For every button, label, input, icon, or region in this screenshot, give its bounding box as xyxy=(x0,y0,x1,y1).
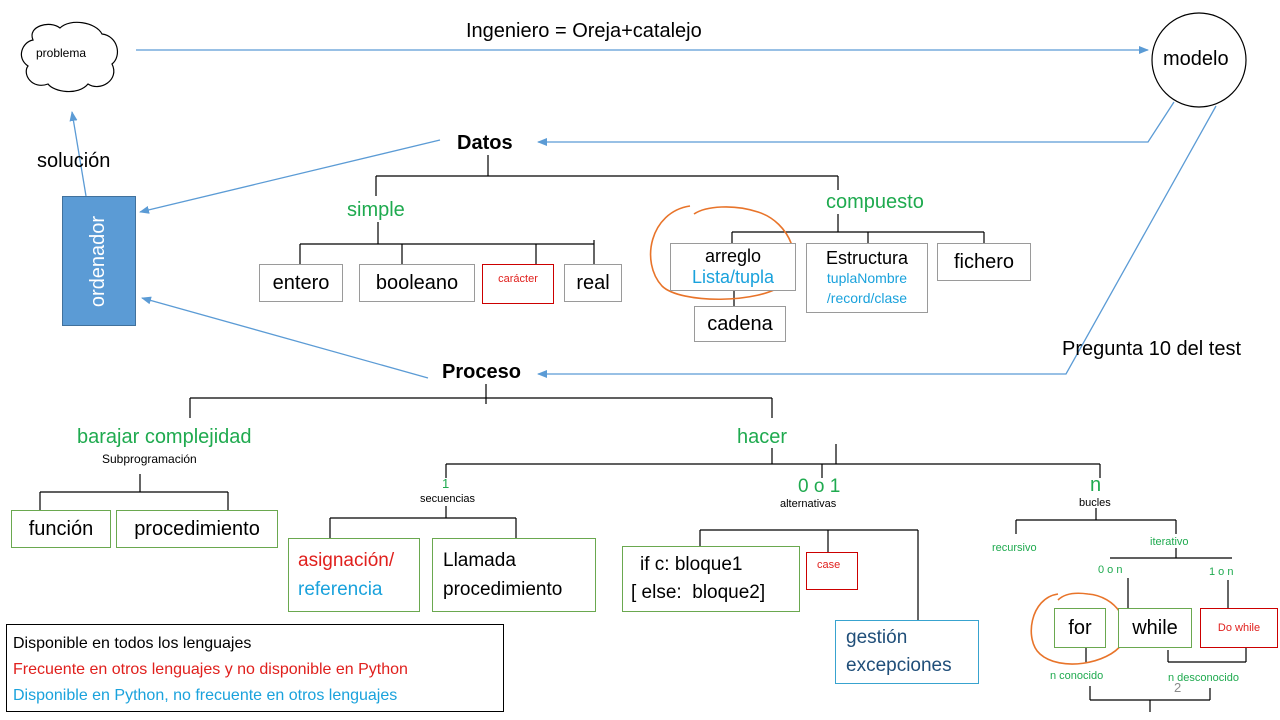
llamada-label: Llamada xyxy=(443,550,516,571)
n-label: n xyxy=(1090,474,1102,496)
uno-label: 1 xyxy=(442,476,450,491)
legend-python-only: Disponible en Python, no frecuente en ot… xyxy=(13,687,398,704)
tree-lines xyxy=(39,155,1247,712)
arreglo-label: arreglo xyxy=(704,246,762,266)
funcion-label: función xyxy=(28,517,94,540)
referencia-label: referencia xyxy=(298,579,383,600)
page-number: 2 xyxy=(1174,680,1182,695)
cadena-label: cadena xyxy=(707,312,773,335)
modelo-label: modelo xyxy=(1163,48,1229,70)
procedimiento-box: procedimiento xyxy=(116,510,278,548)
cero-uno-label: 0 o 1 xyxy=(798,476,841,497)
subprogramacion-label: Subprogramación xyxy=(102,452,197,466)
recursivo-label: recursivo xyxy=(992,542,1037,554)
excepciones-label: excepciones xyxy=(846,655,952,676)
alternativas-label: alternativas xyxy=(780,498,837,510)
llamada-procedimiento-label: procedimiento xyxy=(443,579,563,600)
case-box: case xyxy=(806,552,858,590)
arrow-datos-ordenador xyxy=(139,139,441,214)
arrow-modelo-proceso xyxy=(537,105,1217,378)
caracter-label: carácter xyxy=(498,273,538,285)
compuesto-label: compuesto xyxy=(826,191,924,213)
do-while-label: Do while xyxy=(1217,622,1261,634)
cero-n-label: 0 o n xyxy=(1098,564,1123,576)
ordenador-box: ordenador xyxy=(62,196,136,326)
estructura-box: Estructura tuplaNombre /record/clase xyxy=(806,243,928,313)
cadena-box: cadena xyxy=(694,306,786,342)
problema-label: problema xyxy=(36,46,87,60)
lista-tupla-label: Lista/tupla xyxy=(691,267,775,287)
proceso-heading: Proceso xyxy=(442,361,521,383)
solucion-label: solución xyxy=(37,150,111,172)
legend-all-languages: Disponible en todos los lenguajes xyxy=(13,635,252,652)
arrow-modelo-datos xyxy=(537,101,1175,146)
for-box: for xyxy=(1054,608,1106,648)
for-label: for xyxy=(1068,616,1092,639)
arrow-proceso-ordenador xyxy=(141,296,429,379)
estructura-sub1: tuplaNombre xyxy=(826,270,908,286)
legend-box: Disponible en todos los lenguajes Frecue… xyxy=(6,624,504,712)
caracter-box: carácter xyxy=(482,264,554,304)
estructura-sub2: /record/clase xyxy=(826,290,908,306)
while-box: while xyxy=(1118,608,1192,648)
llamada-box: Llamada procedimiento xyxy=(432,538,596,612)
uno-n-label: 1 o n xyxy=(1209,566,1234,578)
ordenador-label: ordenador xyxy=(87,215,110,307)
fichero-label: fichero xyxy=(953,250,1015,273)
real-box: real xyxy=(564,264,622,302)
do-while-box: Do while xyxy=(1200,608,1278,648)
secuencias-label: secuencias xyxy=(420,493,476,505)
funcion-box: función xyxy=(11,510,111,548)
arrow-ordenador-problema xyxy=(69,111,87,197)
case-label: case xyxy=(817,559,841,571)
modelo-circle xyxy=(1151,12,1247,108)
else-label: [ else: bloque2] xyxy=(631,582,766,603)
iterativo-label: iterativo xyxy=(1150,536,1189,548)
n-desconocido-label: n desconocido xyxy=(1168,672,1239,684)
hacer-label: hacer xyxy=(737,426,788,448)
fichero-box: fichero xyxy=(937,243,1031,281)
booleano-label: booleano xyxy=(375,271,459,294)
booleano-box: booleano xyxy=(359,264,475,302)
entero-box: entero xyxy=(259,264,343,302)
legend-not-python: Frecuente en otros lenguajes y no dispon… xyxy=(13,661,408,678)
asignacion-box: asignación/ referencia xyxy=(288,538,420,612)
pregunta-label: Pregunta 10 del test xyxy=(1062,338,1242,360)
if-box: if c: bloque1 [ else: bloque2] xyxy=(622,546,800,612)
arreglo-box: arreglo Lista/tupla xyxy=(670,243,796,291)
if-label: if c: bloque1 xyxy=(640,554,743,575)
estructura-label: Estructura xyxy=(825,248,909,268)
real-label: real xyxy=(576,271,610,294)
title: Ingeniero = Oreja+catalejo xyxy=(466,20,702,42)
simple-label: simple xyxy=(347,199,405,221)
entero-label: entero xyxy=(272,271,330,294)
gestion-box: gestión excepciones xyxy=(835,620,979,684)
problema-cloud xyxy=(20,21,119,93)
while-label: while xyxy=(1132,616,1178,639)
n-conocido-label: n conocido xyxy=(1050,670,1104,682)
datos-heading: Datos xyxy=(457,132,513,154)
procedimiento-label: procedimiento xyxy=(134,517,260,540)
gestion-label: gestión xyxy=(846,627,908,648)
bucles-label: bucles xyxy=(1079,497,1111,509)
barajar-label: barajar complejidad xyxy=(77,426,252,448)
asignacion-label: asignación/ xyxy=(298,550,395,571)
